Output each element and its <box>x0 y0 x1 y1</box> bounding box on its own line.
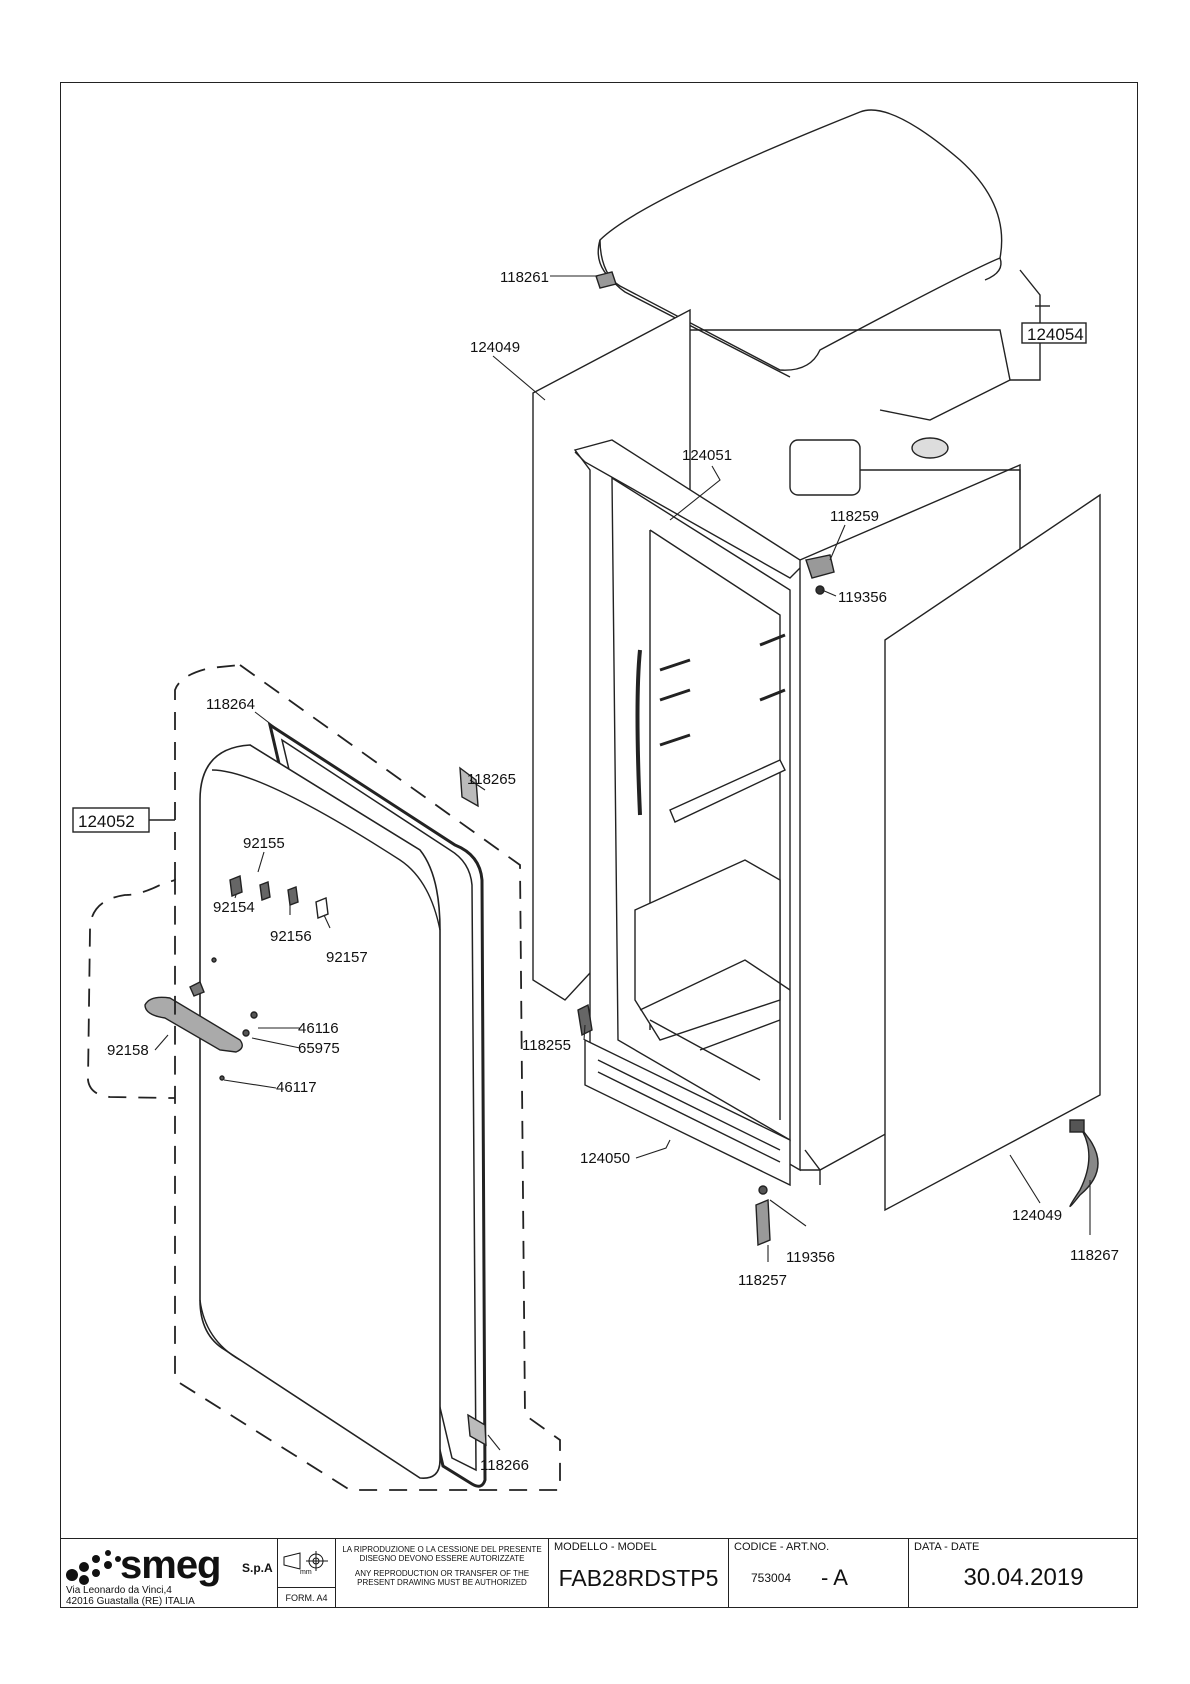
drawing-frame <box>60 82 1138 1608</box>
label-118255: 118255 <box>522 1037 571 1054</box>
model-cell: MODELLO - MODEL FAB28RDSTP5 <box>549 1539 729 1608</box>
symbol-unit: mm <box>300 1569 312 1576</box>
label-118259: 118259 <box>830 508 879 525</box>
door-panel <box>199 744 441 1479</box>
label-118265: 118265 <box>467 771 516 788</box>
company-suffix: S.p.A <box>242 1561 273 1575</box>
label-124050: 124050 <box>580 1150 630 1167</box>
model-value: FAB28RDSTP5 <box>558 1565 719 1591</box>
notice-cell: LA RIPRODUZIONE O LA CESSIONE DEL PRESEN… <box>336 1539 549 1608</box>
label-118267: 118267 <box>1070 1247 1119 1264</box>
date-cell: DATA - DATE 30.04.2019 <box>909 1539 1138 1608</box>
notice-italian: LA RIPRODUZIONE O LA CESSIONE DEL PRESEN… <box>342 1545 542 1563</box>
top-frame <box>639 305 1050 496</box>
label-118266: 118266 <box>480 1457 529 1474</box>
notice-english: ANY REPRODUCTION OR TRANSFER OF THE PRES… <box>354 1569 530 1587</box>
label-92157: 92157 <box>326 949 368 966</box>
label-92156: 92156 <box>270 928 312 945</box>
label-124054: 124054 <box>1027 325 1084 344</box>
smeg-logo-dots-icon <box>66 1550 121 1585</box>
label-118257: 118257 <box>738 1272 787 1289</box>
label-124052: 124052 <box>78 812 135 831</box>
company-cell: smeg S.p.A Via Leonardo da Vinci,4 42016… <box>60 1539 278 1608</box>
label-119356-top: 119356 <box>838 589 887 606</box>
label-65975: 65975 <box>298 1040 340 1057</box>
code-revision: - A <box>821 1565 848 1590</box>
box-label-124054 <box>1010 269 1087 381</box>
code-cell: CODICE - ART.NO. 753004 - A <box>729 1539 909 1608</box>
company-address: Via Leonardo da Vinci,4 42016 Guastalla … <box>66 1585 195 1607</box>
door-handle-and-parts <box>144 766 487 1447</box>
leader-lines <box>154 275 1091 1451</box>
company-logo-text: smeg <box>120 1543 221 1587</box>
cabinet-body <box>532 308 1101 1212</box>
model-header: MODELLO - MODEL <box>554 1541 657 1553</box>
label-118261: 118261 <box>500 269 549 286</box>
label-92158: 92158 <box>107 1042 149 1059</box>
date-value: 30.04.2019 <box>963 1564 1084 1591</box>
part-labels: 118261 124049 124054 124051 118259 11935… <box>78 269 1119 1474</box>
label-119356-bottom: 119356 <box>786 1249 835 1266</box>
label-118264: 118264 <box>206 696 255 713</box>
cabinet-small-parts <box>577 271 1099 1247</box>
label-124051: 124051 <box>682 447 732 464</box>
label-124049-top: 124049 <box>470 339 520 356</box>
code-value: 753004 <box>751 1571 792 1585</box>
exploded-view-drawing: 118261 124049 124054 124051 118259 11935… <box>72 109 1119 1491</box>
projection-symbol-cell: mm FORM. A4 <box>278 1539 336 1608</box>
code-header: CODICE - ART.NO. <box>734 1541 830 1553</box>
label-92155: 92155 <box>243 835 285 852</box>
form-size: FORM. A4 <box>278 1587 335 1608</box>
projection-symbol-icon <box>283 1551 328 1571</box>
label-92154: 92154 <box>213 899 255 916</box>
label-46117: 46117 <box>276 1079 317 1096</box>
label-124049-bottom: 124049 <box>1012 1207 1062 1224</box>
label-46116: 46116 <box>298 1020 339 1037</box>
date-header: DATA - DATE <box>914 1541 980 1553</box>
title-block: smeg S.p.A Via Leonardo da Vinci,4 42016… <box>60 1538 1138 1608</box>
